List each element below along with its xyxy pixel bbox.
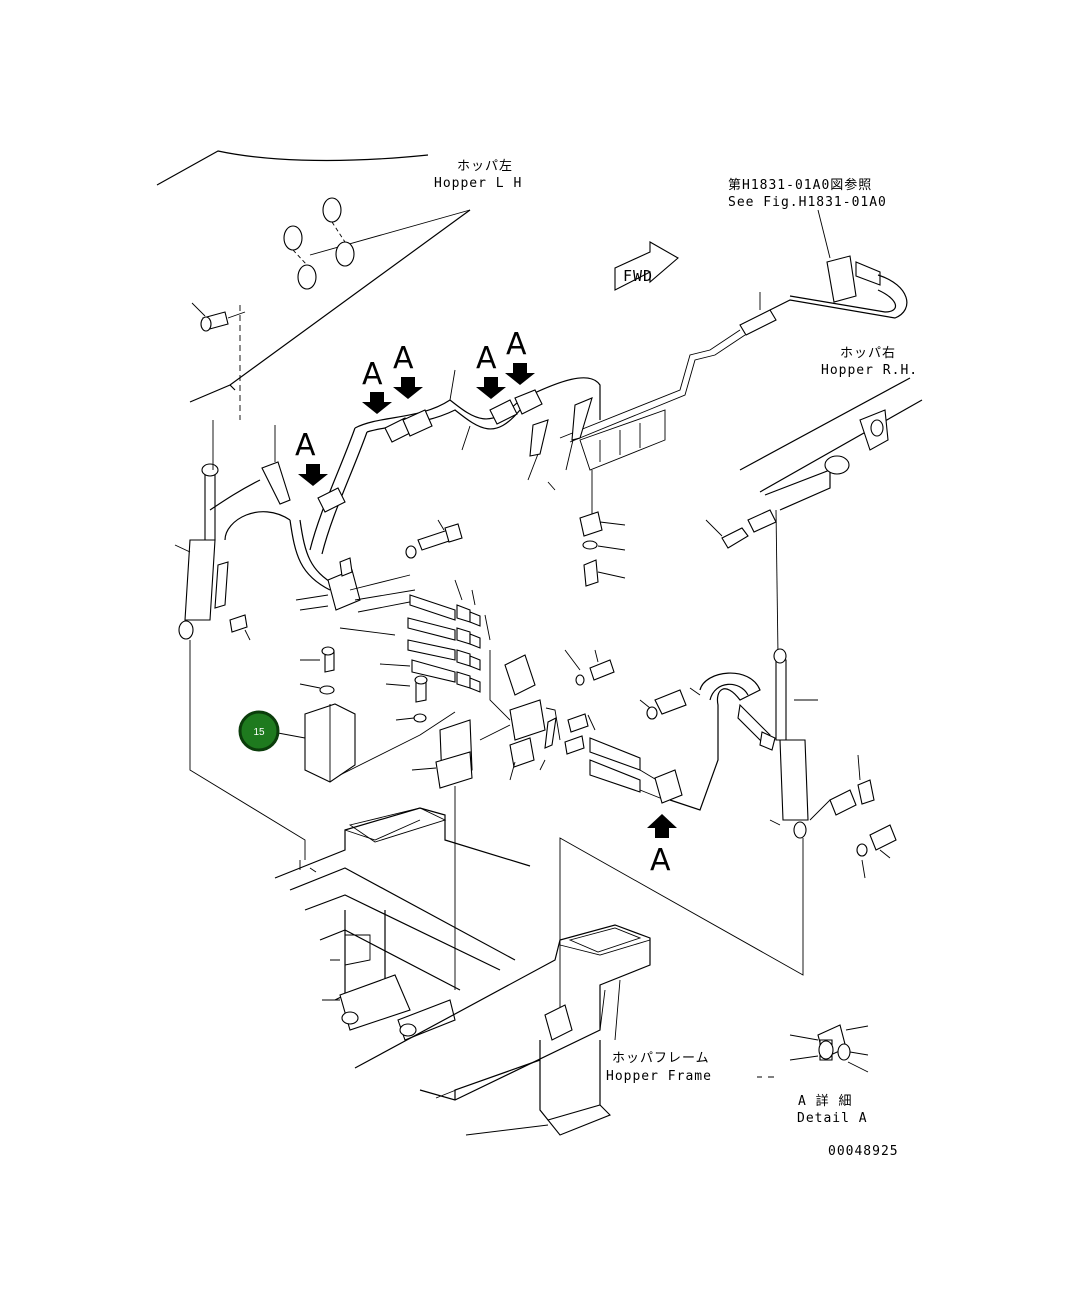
view-letter-a-2: A (393, 341, 414, 376)
hopper-lh-label-jp: ホッパ左 (457, 159, 513, 174)
washer-set-top-left (283, 197, 355, 290)
view-letter-a-6: A (650, 843, 671, 878)
right-cylinder (559, 648, 897, 1020)
arrow-down-icon (362, 392, 392, 414)
left-cylinder (174, 420, 306, 860)
callout-badge[interactable]: 15 (238, 710, 306, 752)
central-manifold (289, 519, 615, 781)
callout-number: 15 (253, 727, 265, 738)
arrow-up-icon (647, 814, 677, 838)
hopper-frame-label-en: Hopper Frame (606, 1069, 712, 1084)
callout-circle (238, 710, 280, 752)
view-letter-a-4: A (506, 327, 527, 362)
bolt-top-left (191, 302, 246, 420)
arrow-down-icon (393, 377, 423, 399)
hopper-lh-outline (156, 150, 471, 403)
detail-a-drawing (757, 1024, 869, 1078)
hopper-frame-structure (274, 807, 651, 1136)
arrow-down-icon (505, 363, 535, 385)
view-letter-a-5: A (295, 428, 316, 463)
top-hose-assembly (309, 369, 601, 555)
hopper-rh-label-jp: ホッパ右 (840, 346, 896, 361)
arrow-down-icon (476, 377, 506, 399)
hopper-lh-label-en: Hopper L H (434, 176, 522, 191)
fwd-arrow: FWD (614, 241, 679, 291)
fwd-label: FWD (623, 267, 653, 285)
view-arrows-top: A A A A A (295, 327, 535, 486)
hose-bracket-top (579, 409, 666, 587)
arrow-down-icon (298, 464, 328, 486)
bracket-cover (299, 646, 473, 990)
detail-label-jp: A 詳 細 (798, 1093, 852, 1109)
bolt-upper-right (705, 509, 779, 656)
clamp-left (317, 487, 346, 513)
bolt-mid-upper (405, 519, 463, 559)
ref-label-en: See Fig.H1831-01A0 (728, 195, 887, 210)
drawing-number: 00048925 (828, 1144, 899, 1159)
hopper-rh-frame (739, 377, 923, 511)
hopper-rh-label-en: Hopper R.H. (821, 363, 918, 378)
view-letter-a-3: A (476, 341, 497, 376)
hopper-frame-label-jp: ホッパフレーム (612, 1051, 710, 1066)
detail-label-en: Detail A (797, 1111, 868, 1126)
valve-block-top-right (559, 209, 908, 443)
view-letter-a-1: A (362, 357, 383, 392)
ref-label-jp: 第H1831-01A0図参照 (728, 177, 872, 193)
right-hose-assembly: A (589, 672, 776, 878)
